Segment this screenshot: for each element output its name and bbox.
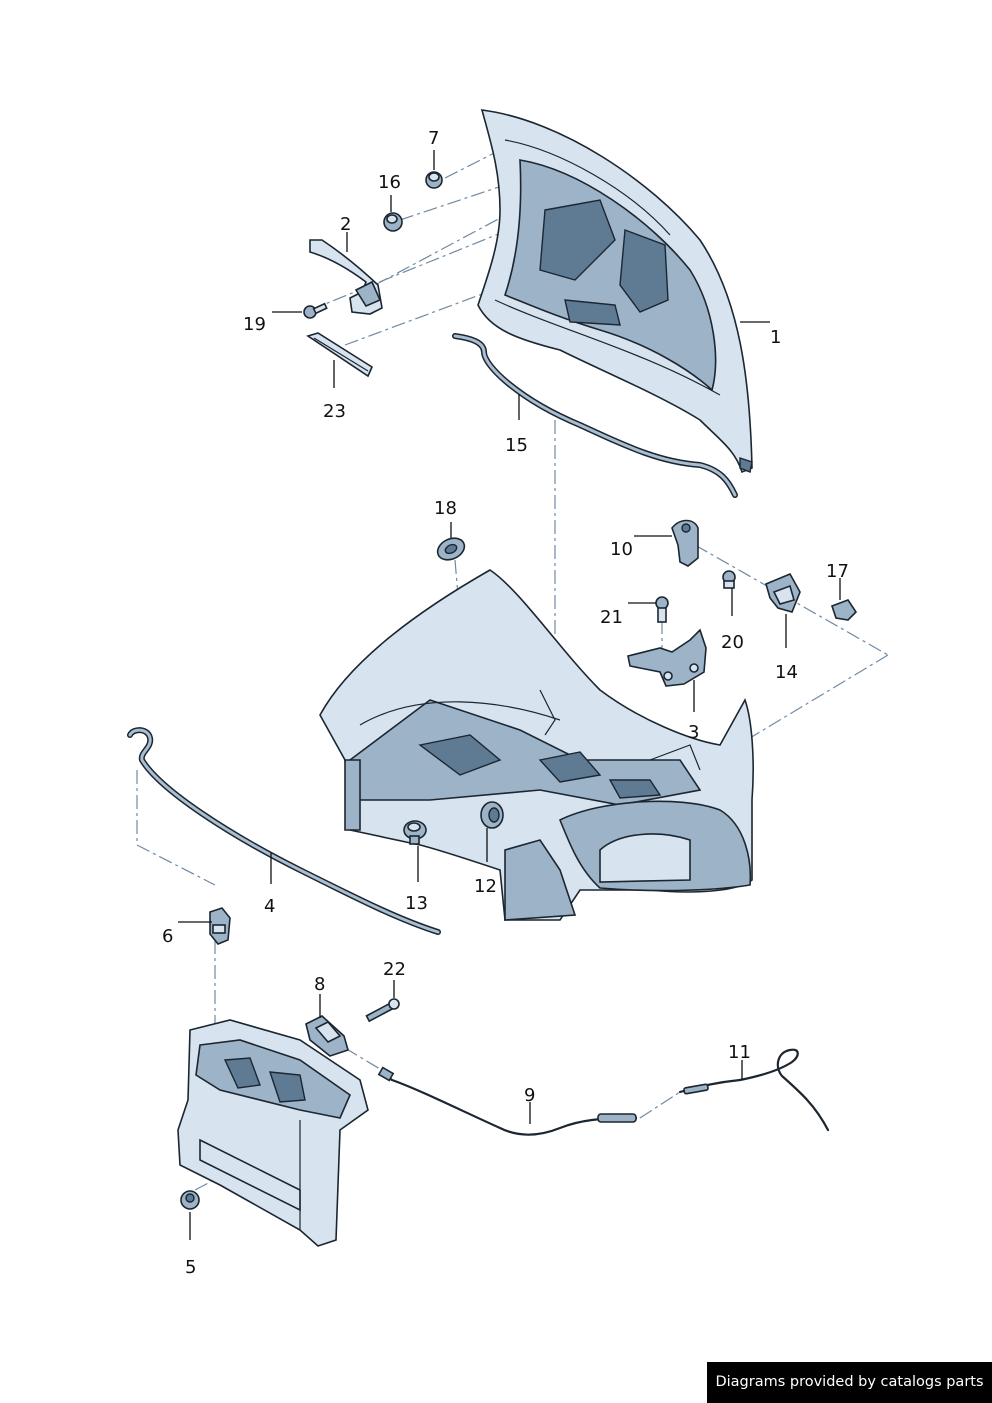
callout-7: 7 [428,128,439,149]
bolt-19 [303,302,328,319]
bolt-21 [655,596,669,623]
callout-10: 10 [610,539,633,560]
callout-19: 19 [243,314,266,335]
callout-17: 17 [826,561,849,582]
attribution-banner: Diagrams provided by catalogs parts [707,1362,992,1403]
hood-stay-rod-15 [452,333,738,498]
callout-6: 6 [162,926,173,947]
callout-18: 18 [434,498,457,519]
seal-strip-23 [306,332,374,378]
buffer-17 [830,599,858,621]
callout-9: 9 [524,1085,535,1106]
callout-20: 20 [721,632,744,653]
bolt-22 [365,998,400,1023]
callout-8: 8 [314,974,325,995]
callout-21: 21 [600,607,623,628]
release-cable-11 [678,1048,830,1132]
nut-5 [180,1190,200,1210]
hood-panel [477,109,753,474]
lock-8 [305,1015,349,1057]
callout-labels: 1 2 3 4 5 6 7 8 9 10 11 12 13 14 15 16 1… [162,128,849,1278]
clip-13 [403,820,427,845]
callout-5: 5 [185,1257,196,1278]
callout-22: 22 [383,959,406,980]
callout-12: 12 [474,876,497,897]
callout-3: 3 [688,722,699,743]
callout-2: 2 [340,214,351,235]
bracket-14 [765,572,801,613]
callout-16: 16 [378,172,401,193]
callout-11: 11 [728,1042,751,1063]
grommet-18 [436,537,466,561]
callout-14: 14 [775,662,798,683]
release-cable-9 [377,1066,638,1136]
callout-4: 4 [264,896,275,917]
prop-rod-4 [127,727,441,935]
lock-carrier-3 [627,628,707,687]
callout-1: 1 [770,327,781,348]
front-lock-carrier [177,1019,369,1247]
lock-catch-10 [671,519,699,567]
callout-13: 13 [405,893,428,914]
hood-hinge-arm [309,239,383,315]
rod-holder-6 [209,907,231,945]
callout-23: 23 [323,401,346,422]
hood-buffer-7 [425,171,443,189]
hood-buffer-16 [383,212,403,232]
front-body-structure [319,569,754,921]
bolt-20 [722,570,736,589]
leader-lines [178,150,841,1240]
grommet-12 [480,801,504,829]
attribution-text: Diagrams provided by catalogs parts [715,1374,984,1390]
callout-15: 15 [505,435,528,456]
